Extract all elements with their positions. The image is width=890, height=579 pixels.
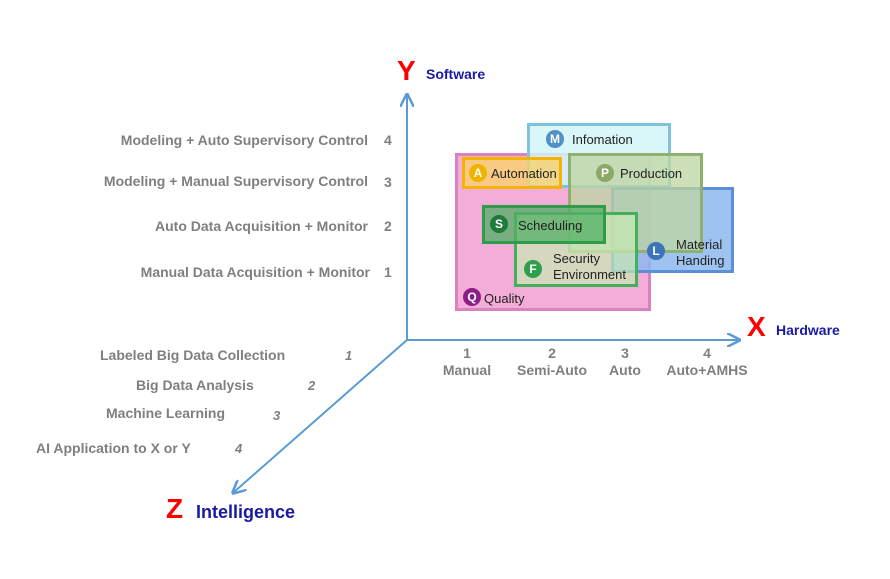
material-label-line1: Material <box>676 237 723 252</box>
automation-badge-icon: A <box>469 164 487 182</box>
security-label-line2: Environment <box>553 267 626 282</box>
x-level-label: Semi-Auto <box>517 362 587 378</box>
y-level-num: 4 <box>384 132 392 148</box>
x-level: 3 Auto <box>603 345 647 379</box>
z-level-num: 4 <box>235 441 243 456</box>
x-level-num: 1 <box>463 345 471 361</box>
y-level-num: 1 <box>384 264 392 280</box>
x-level-num: 3 <box>621 345 629 361</box>
z-axis-name: Intelligence <box>196 502 296 522</box>
x-level-num: 2 <box>548 345 556 361</box>
production-label: Production <box>620 166 683 181</box>
y-level-label: Manual Data Acquisition + Monitor <box>140 264 370 280</box>
security-badge-icon: F <box>524 260 542 278</box>
y-level-label: Auto Data Acquisition + Monitor <box>155 218 368 234</box>
z-level-num: 1 <box>345 348 353 363</box>
x-level-label: Auto <box>609 362 641 378</box>
x-level: 1 Manual <box>441 345 493 379</box>
infomation-badge-icon: M <box>546 130 564 148</box>
y-level-label: Modeling + Manual Supervisory Control <box>103 173 368 189</box>
automation-box <box>462 157 562 189</box>
x-level-num: 4 <box>703 345 711 361</box>
material-label-line2: Handing <box>676 253 725 268</box>
x-level: 2 Semi-Auto <box>514 345 590 379</box>
quality-label: Quality <box>484 291 525 306</box>
z-level-label: Machine Learning <box>106 405 226 421</box>
z-level-label: AI Application to X or Y <box>36 440 191 456</box>
x-level: 4 Auto+AMHS <box>660 345 754 379</box>
x-axis-name: Hardware <box>776 322 840 338</box>
scheduling-badge-icon: S <box>490 215 508 233</box>
y-level-num: 3 <box>384 174 392 190</box>
z-level-label: Big Data Analysis <box>136 377 254 393</box>
infomation-label: Infomation <box>572 132 633 147</box>
x-level-label: Manual <box>442 362 492 378</box>
z-axis-line <box>234 339 408 492</box>
scheduling-label: Scheduling <box>518 218 583 233</box>
x-axis-letter: X <box>747 311 766 342</box>
y-axis-letter: Y <box>397 55 416 86</box>
z-axis-letter: Z <box>166 493 184 524</box>
y-level-label: Modeling + Auto Supervisory Control <box>120 132 368 148</box>
z-level-label: Labeled Big Data Collection <box>100 347 286 363</box>
material-badge-icon: L <box>647 242 665 260</box>
y-level-num: 2 <box>384 218 392 234</box>
z-level-num: 2 <box>308 378 316 393</box>
x-level-label: Auto+AMHS <box>666 362 748 378</box>
automation-label: Automation <box>491 166 557 181</box>
quality-badge-icon: Q <box>463 288 481 306</box>
z-level-num: 3 <box>273 408 281 423</box>
y-axis-name: Software <box>426 66 486 82</box>
production-badge-icon: P <box>596 164 614 182</box>
security-label-line1: Security <box>553 251 600 266</box>
